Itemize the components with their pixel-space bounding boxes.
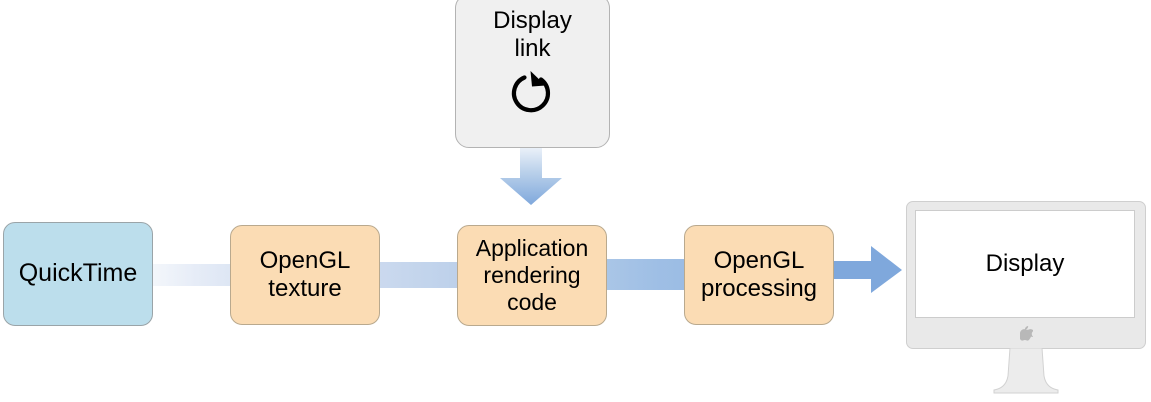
node-opengl-processing-label: OpenGL processing [700, 246, 818, 302]
monitor-screen: Display [915, 210, 1135, 318]
node-display-label: Display [985, 250, 1065, 277]
apple-logo-icon [1019, 326, 1034, 346]
node-quicktime-label: QuickTime [18, 259, 138, 288]
connector-quicktime-to-opengl-texture [151, 264, 233, 286]
node-application-rendering-code-label: Application rendering code [475, 235, 589, 315]
node-opengl-texture[interactable]: OpenGL texture [230, 225, 380, 325]
monitor-stand [984, 347, 1068, 394]
arrow-opengl-processing-to-display [831, 246, 903, 294]
arrow-display-link-to-app-rendering [492, 146, 570, 206]
display-monitor[interactable]: Display [906, 201, 1146, 401]
node-opengl-processing[interactable]: OpenGL processing [684, 225, 834, 325]
node-display-link[interactable]: Display link [455, 0, 610, 148]
connector-app-rendering-to-opengl-processing [605, 259, 687, 290]
node-application-rendering-code[interactable]: Application rendering code [457, 225, 607, 326]
node-opengl-texture-label: OpenGL texture [259, 246, 351, 302]
circular-loop-arrow-icon [505, 69, 561, 126]
node-display-link-label: Display link [493, 7, 572, 63]
node-quicktime[interactable]: QuickTime [3, 222, 153, 326]
monitor-chin [906, 323, 1146, 349]
connector-opengl-texture-to-app-rendering [378, 262, 460, 288]
